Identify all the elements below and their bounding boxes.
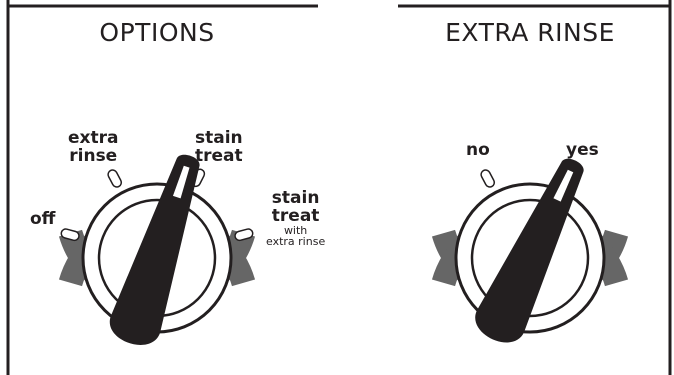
options-notch-1: [107, 168, 123, 188]
options-notch-mark-1: [107, 168, 123, 188]
options-title: OPTIONS: [99, 18, 214, 47]
extra-rinse-notch-0: [480, 168, 496, 188]
extra-rinse-title: EXTRA RINSE: [445, 18, 615, 47]
extra-rinse-notch-mark-0: [480, 168, 496, 188]
options-label-stain-treat-extra-rinse[interactable]: stain treat with extra rinse: [266, 189, 325, 247]
options-label-off[interactable]: off: [30, 210, 55, 228]
options-label-extra-rinse[interactable]: extra rinse: [68, 129, 118, 165]
options-label-stain-treat[interactable]: stain treat: [195, 129, 243, 165]
extra-rinse-label-no[interactable]: no: [466, 141, 490, 159]
extra-rinse-label-yes[interactable]: yes: [566, 141, 599, 159]
